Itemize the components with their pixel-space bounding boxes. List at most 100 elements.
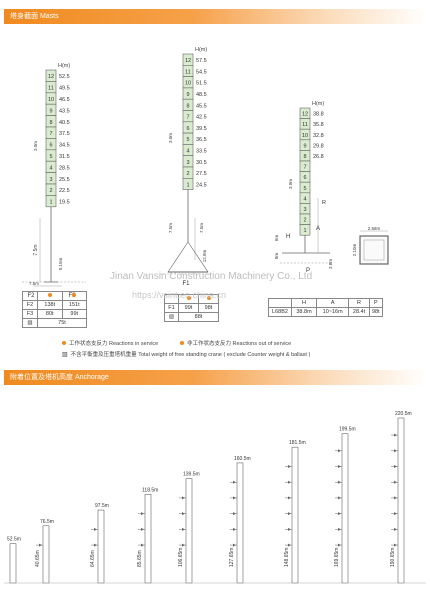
header-cell: H [290, 298, 318, 308]
tower3-section-inner [363, 239, 385, 261]
masts-title: 塔身截面 Masts [10, 13, 59, 20]
out-service-marker [61, 291, 87, 301]
tower1-section-height: 34.5 [59, 143, 70, 149]
table-cell: 38.8m [290, 307, 318, 317]
anchorage-tie-arrow [233, 543, 236, 547]
anchorage-tower: 97.5m 64.65m [90, 503, 109, 584]
anchorage-top-height: 52.5m [7, 537, 21, 543]
tower1-section-height: 22.5 [59, 188, 70, 194]
table-cell: 80t [37, 309, 63, 319]
table-cell: 99t [178, 303, 199, 313]
tower3-dim-3m: 3.0m [288, 179, 293, 189]
tower3-section-number: 11 [302, 122, 308, 128]
table-corner [268, 298, 292, 308]
anchorage-top-height: 220.5m [395, 411, 412, 417]
anchorage-tie-arrow [288, 512, 291, 516]
tower1-section-height: 25.5 [59, 177, 70, 183]
anchorage-tie-arrow [338, 449, 341, 453]
anchorage-mast [97, 509, 105, 584]
anchorage-tie-arrow [182, 543, 185, 547]
tower3-section-height: 32.8 [313, 133, 324, 139]
tower2-section-number: 6 [186, 126, 189, 132]
tower3-section-number: 2 [303, 218, 306, 224]
tower1-section-number: 6 [49, 143, 52, 149]
watermark-text: Jinan Vansin Construction Machinery Co.,… [110, 271, 313, 282]
tower3-section-number: 8 [303, 154, 306, 160]
tower3-box-top-label: 2.58m [368, 226, 381, 231]
tower2-section-number: 10 [185, 81, 191, 87]
tower2-dim-3m: 3.0m [168, 133, 173, 143]
tower1-section-height: 37.5 [59, 131, 70, 137]
anchorage-tie-arrow [288, 464, 291, 468]
tower3-box-side-label: 2.10m [352, 243, 357, 256]
anchorage-top-height: 97.5m [95, 503, 109, 509]
table-cell: 28.4t [348, 307, 370, 317]
anchorage-mast [42, 525, 50, 584]
table-cell: 151t [61, 300, 87, 310]
tower3-section-number: 9 [303, 143, 306, 149]
table-cell: 138t [37, 300, 63, 310]
row-label: F1 [164, 303, 179, 313]
tower2-section-number: 11 [185, 69, 191, 75]
anchorage-tie-arrow [338, 543, 341, 547]
tower3-section-height: 38.8 [313, 112, 324, 118]
tower1-section-number: 2 [49, 188, 52, 194]
model-cell: L68B2 [268, 307, 292, 317]
tower1-reaction-table: F2 138t 151t F3 80t 99t ▧ 75t [22, 291, 87, 328]
tower1-section-number: 5 [49, 154, 52, 160]
anchorage-mast [144, 494, 152, 584]
tower1-section-number: 10 [48, 97, 54, 103]
anchorage-tie-arrow [338, 480, 341, 484]
anchorage-tie-arrow [182, 512, 185, 516]
table-cell: 75t [37, 318, 87, 328]
tower1-section-height: 19.5 [59, 200, 70, 206]
tower2-f1-label: F1 [182, 281, 190, 287]
anchorage-title: 附着位置及塔机高度 Anchorage [10, 374, 109, 381]
tower2-section-height: 42.5 [196, 115, 207, 121]
anchorage-tie-arrow [394, 464, 397, 468]
anchorage-tie-arrow [141, 527, 144, 531]
anchorage-top-height: 139.5m [183, 472, 200, 478]
tower1-section-number: 1 [49, 200, 52, 206]
in-service-marker [37, 291, 63, 301]
table-cell: 98t [368, 307, 384, 317]
tower3-h-label: H(m) [312, 101, 324, 107]
tower2-section-height: 27.5 [196, 171, 207, 177]
tower1-section-height: 43.5 [59, 108, 70, 114]
tower3-dim-2: 8m [274, 253, 279, 260]
header-cell: P [368, 298, 384, 308]
anchorage-side-height: 64.65m [90, 550, 96, 567]
tower1-section-number: 4 [49, 165, 52, 171]
anchorage-top-height: 181.5m [289, 440, 306, 446]
anchorage-tie-arrow [39, 543, 42, 547]
tower1-section-number: 9 [49, 108, 52, 114]
anchorage-mast [9, 543, 17, 584]
anchorage-tie-arrow [394, 449, 397, 453]
tower1-section-height: 28.5 [59, 165, 70, 171]
tower2-section-height: 51.5 [196, 81, 207, 87]
tower3-section-height: 29.8 [313, 143, 324, 149]
tower1-dim-3m: 3.0m [33, 141, 38, 151]
tower1-section-height: 31.5 [59, 154, 70, 160]
anchorage-mast [341, 433, 349, 584]
anchorage-top-height: 76.5m [40, 519, 54, 525]
tower1-section-height: 49.5 [59, 86, 70, 92]
out-service-dot [180, 341, 184, 345]
header-cell: A [316, 298, 350, 308]
anchorage-tie-arrow [394, 543, 397, 547]
anchorage-tie-arrow [94, 527, 97, 531]
tower3-dim-3: 3.8m [328, 259, 333, 269]
tower2-dim-side: 7.5m [199, 223, 204, 233]
anchorage-tie-arrow [233, 512, 236, 516]
anchorage-tie-arrow [394, 527, 397, 531]
tower3-parameter-table: H A R P L68B2 38.8m 10~16m 28.4t 98t [268, 298, 384, 317]
anchorage-side-height: 106.65m [178, 548, 184, 567]
tower2-dim-7-5m: 7.5m [168, 223, 173, 233]
tower3-section-height: 26.8 [313, 154, 324, 160]
